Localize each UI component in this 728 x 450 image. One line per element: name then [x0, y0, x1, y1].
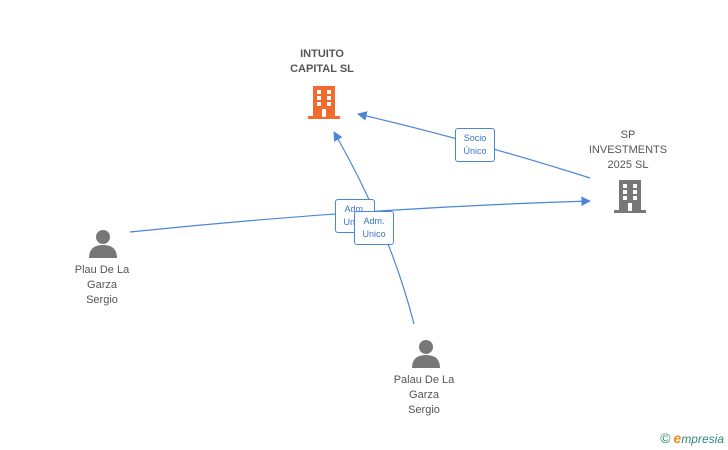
copyright-icon: ©	[660, 430, 671, 446]
node-label-intuito[interactable]: INTUITO CAPITAL SL	[290, 48, 354, 75]
person-icon[interactable]	[88, 228, 118, 263]
edge-label-socio-unico[interactable]: Socio Único	[455, 128, 495, 162]
node-label-sp-investments[interactable]: SP INVESTMENTS 2025 SL	[588, 129, 668, 171]
person-icon[interactable]	[411, 338, 441, 373]
node-label-palau[interactable]: Palau De La Garza Sergio	[393, 374, 455, 416]
node-label-plau[interactable]: Plau De La Garza Sergio	[74, 264, 130, 306]
building-icon[interactable]	[308, 84, 340, 125]
building-icon[interactable]	[614, 178, 646, 219]
edge-label-adm-unico[interactable]: Adm. Unico	[354, 211, 394, 245]
empresia-logo: ©empresia	[660, 430, 724, 446]
